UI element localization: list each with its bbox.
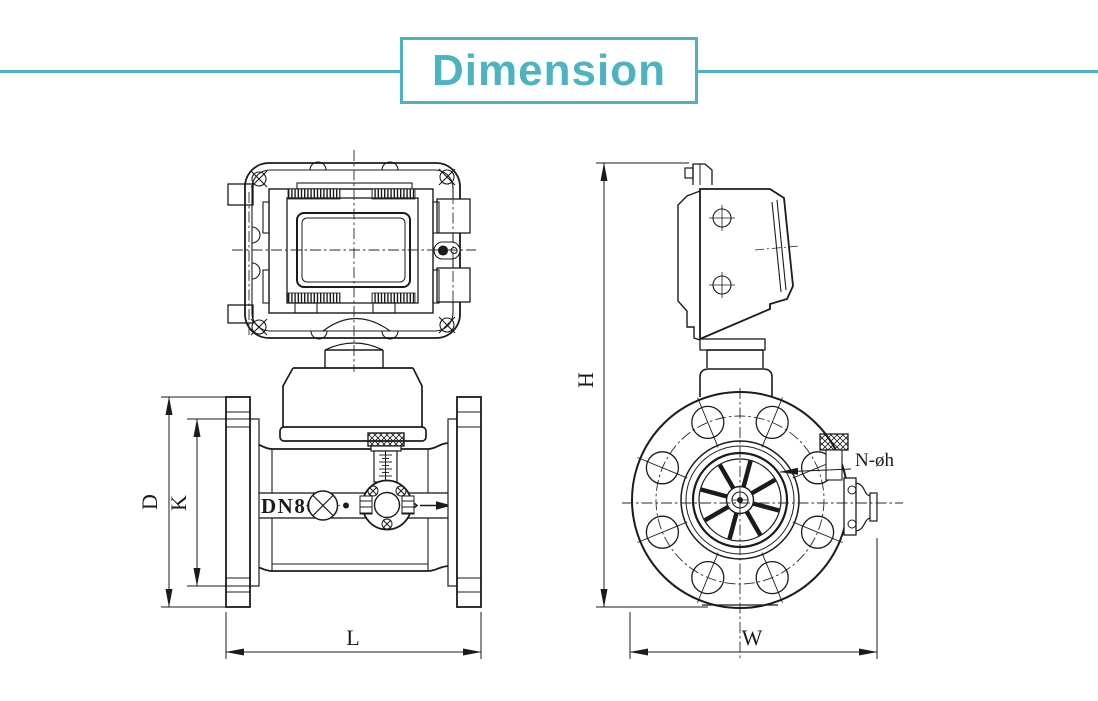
centerlines-side	[622, 388, 903, 658]
dim-label-D: D	[137, 494, 162, 510]
dial-screws	[367, 485, 407, 530]
flanges-front	[225, 396, 482, 608]
head-outline	[699, 188, 794, 341]
collar	[699, 368, 773, 397]
knurled-knob	[367, 432, 405, 447]
hinge-block-bottom	[436, 267, 471, 303]
turbine-vanes	[700, 460, 780, 540]
dimensions-front: D K L	[137, 396, 482, 659]
hinge-block-top	[436, 198, 471, 234]
bolt-hole-leader	[779, 467, 852, 475]
flange-face-side	[631, 391, 878, 609]
pipe-size-label: DN80	[261, 494, 318, 518]
section-title-box: Dimension	[400, 37, 698, 104]
dim-label-K: K	[166, 495, 191, 511]
dim-label-L: L	[346, 625, 359, 650]
counter-assembly	[359, 432, 415, 531]
head-screws	[709, 205, 735, 298]
sight-glass	[306, 490, 340, 521]
centerlines-front	[232, 150, 476, 372]
lcd-window-inner	[301, 217, 406, 283]
gland-arch	[322, 318, 391, 332]
front-view: DN80	[137, 150, 482, 659]
top-bracket	[692, 163, 713, 185]
side-fitting	[843, 477, 878, 536]
header-rule-left	[0, 70, 400, 73]
dim-label-H: H	[573, 372, 598, 388]
terminal-blocks	[359, 495, 415, 515]
left-tab-top	[227, 183, 254, 206]
corner-screws	[250, 168, 456, 336]
bolt-hole-callout: N-øh	[855, 450, 895, 471]
meter-body-front: DN80	[225, 396, 482, 608]
side-view: H W N-øh	[573, 162, 903, 659]
section-title: Dimension	[432, 45, 666, 95]
display-head-side	[677, 163, 800, 397]
dim-label-W: W	[742, 625, 763, 650]
edge-notches	[251, 161, 399, 340]
knurled-knob-side	[819, 433, 849, 481]
neck-body-front	[279, 342, 427, 442]
display-head-front	[227, 161, 471, 340]
scale-ticks	[379, 454, 392, 477]
mount-wing	[677, 190, 701, 341]
header-rule-right	[697, 70, 1098, 73]
display-frame	[262, 182, 440, 314]
cover-latch	[433, 241, 461, 260]
bolt-holes	[637, 397, 843, 603]
left-tab-bottom	[227, 304, 254, 324]
index-dot	[343, 502, 349, 509]
dimensions-side: H W N-øh	[573, 162, 895, 659]
